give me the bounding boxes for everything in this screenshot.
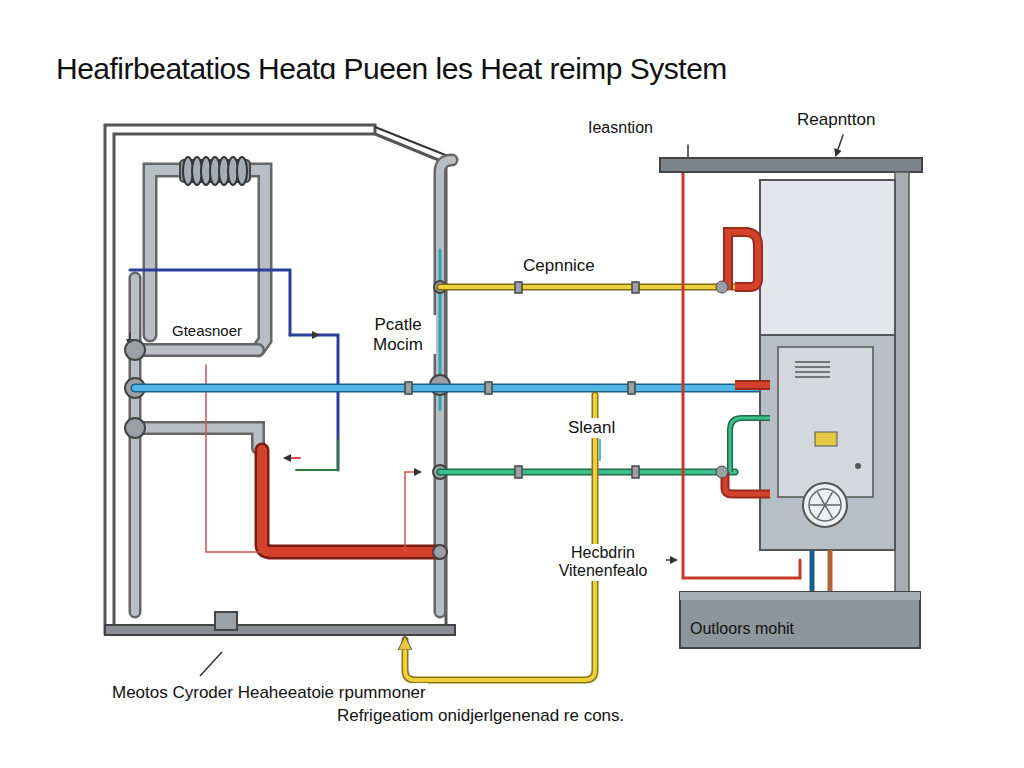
part-label: Cepnnice xyxy=(521,256,597,276)
coil-symbol xyxy=(180,157,250,185)
outdoor-unit xyxy=(660,158,922,648)
part-label: Refrigeatiom onidjerlgenenad re cons. xyxy=(335,706,626,726)
part-label: Gteasnoer xyxy=(170,322,244,339)
indoor-enclosure xyxy=(105,125,458,676)
part-label: Pcatle Mocim xyxy=(360,315,436,354)
part-label: Sleanl xyxy=(566,418,617,438)
part-label: Reapntton xyxy=(795,110,877,130)
pipe-couplings xyxy=(405,282,639,478)
pipe-joints xyxy=(125,281,450,559)
diagram-title: Heafirbeatatios Heatɑ Pueen les Heat rei… xyxy=(56,52,727,87)
part-label: Meotos Cyroder Heaheeatoie rpummoner xyxy=(110,683,428,703)
part-label: Hecbdrin Vitenenfealo xyxy=(540,544,666,581)
part-label: Ieasntion xyxy=(586,119,655,137)
node-label: Outloors mohit xyxy=(684,620,924,638)
base-plinth: Outloors mohit xyxy=(684,620,924,638)
